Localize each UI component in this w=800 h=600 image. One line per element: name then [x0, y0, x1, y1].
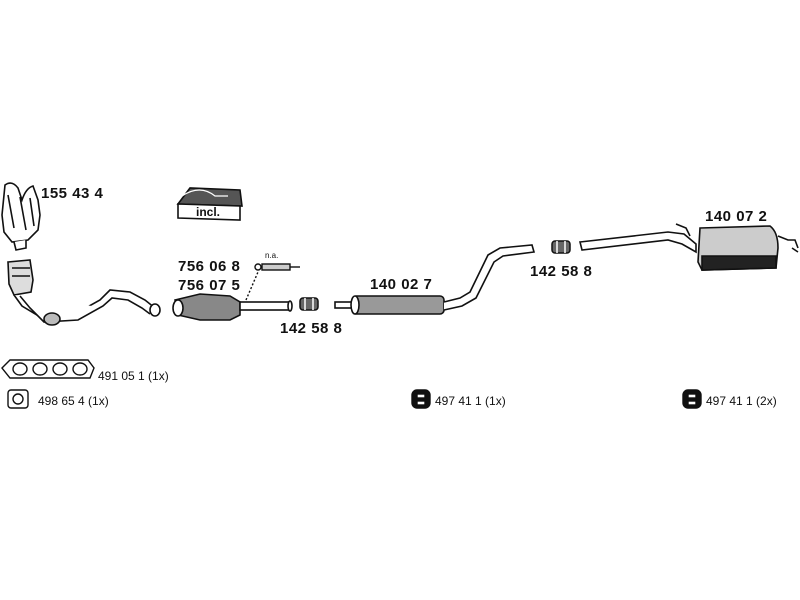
hanger-2-label: 497 41 1 (2x) — [706, 394, 777, 408]
catalyst-part-number-a: 756 06 8 — [178, 258, 241, 275]
pipe-clamp-1[interactable] — [299, 297, 319, 311]
hardware-kit-box[interactable] — [176, 187, 243, 221]
flange-gasket[interactable] — [7, 389, 29, 409]
exhaust-manifold[interactable] — [1, 182, 41, 251]
middle-silencer-part-number: 140 02 7 — [370, 276, 433, 293]
rear-silencer[interactable] — [579, 223, 799, 271]
rear-silencer-part-number: 140 07 2 — [705, 208, 768, 225]
middle-silencer[interactable] — [334, 244, 536, 315]
sensor-note: n.a. — [265, 251, 279, 260]
rubber-hanger-2[interactable] — [682, 389, 702, 409]
front-pipe-catalyst[interactable] — [7, 259, 161, 326]
manifold-gasket-label: 491 05 1 (1x) — [98, 369, 169, 383]
flange-gasket-label: 498 65 4 (1x) — [38, 394, 109, 408]
clamp-2-part-number: 142 58 8 — [530, 263, 593, 280]
clamp-1-part-number: 142 58 8 — [280, 320, 343, 337]
manifold-gasket[interactable] — [1, 359, 95, 379]
rubber-hanger-1[interactable] — [411, 389, 431, 409]
manifold-part-number: 155 43 4 — [41, 185, 104, 202]
catalytic-converter[interactable] — [172, 293, 293, 321]
catalyst-part-number-b: 756 07 5 — [178, 277, 241, 294]
lambda-sensor[interactable] — [245, 263, 300, 301]
hanger-1-label: 497 41 1 (1x) — [435, 394, 506, 408]
pipe-clamp-2[interactable] — [551, 240, 571, 254]
kit-label: incl. — [196, 205, 221, 219]
